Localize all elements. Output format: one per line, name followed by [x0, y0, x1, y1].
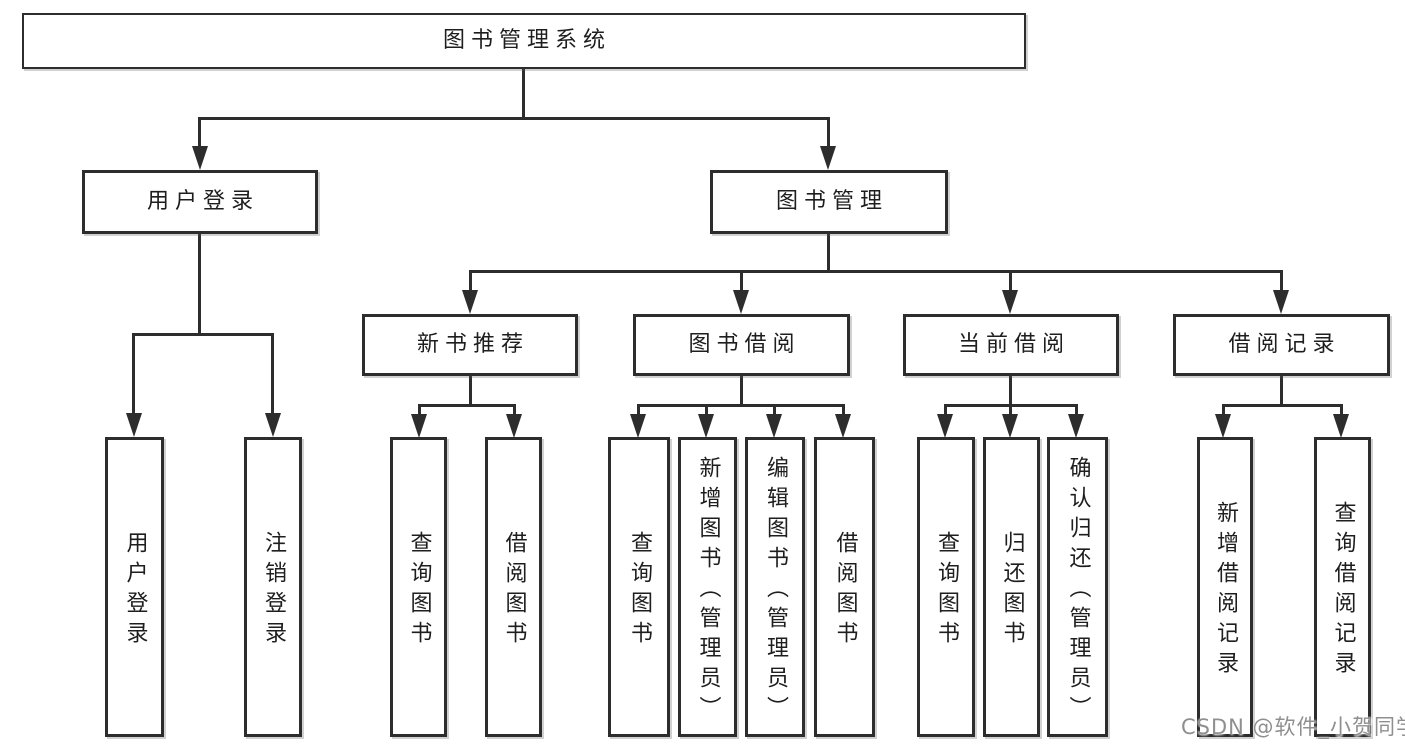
connector-line — [1009, 270, 1012, 292]
arrow-down-icon — [766, 414, 782, 438]
node-label: 借阅图书 — [832, 531, 858, 651]
connector-line — [1340, 404, 1343, 416]
node-label: 新书推荐 — [416, 332, 529, 357]
connector-line — [1222, 404, 1342, 407]
node-new-book-recommend: 新书推荐 — [362, 314, 578, 376]
node-leaf-edit-books-admin: 编辑图书（管理员） — [745, 437, 805, 737]
node-label: 查询图书 — [627, 531, 652, 651]
connector-line — [827, 234, 830, 273]
connector-line — [522, 69, 525, 120]
node-label: 用户登录 — [122, 531, 148, 651]
node-leaf-query-books-2: 查询图书 — [608, 437, 670, 737]
connector-line — [827, 117, 830, 148]
connector-line — [740, 376, 743, 407]
connector-line — [133, 333, 274, 336]
watermark: CSDN @软件_小贺同学 — [1181, 715, 1405, 739]
connector-line — [740, 270, 743, 292]
node-label: 新增图书（管理员） — [695, 456, 721, 726]
connector-line — [271, 333, 274, 415]
node-leaf-query-books-3: 查询图书 — [917, 437, 975, 737]
node-label: 新增借阅记录 — [1213, 501, 1238, 681]
node-root: 图书管理系统 — [22, 13, 1026, 69]
arrow-down-icon — [1333, 414, 1349, 438]
connector-line — [1222, 404, 1225, 416]
node-label: 用户登录 — [146, 189, 259, 214]
arrow-down-icon — [1002, 290, 1018, 314]
node-label: 图书管理系统 — [442, 28, 611, 53]
arrow-down-icon — [1002, 414, 1018, 438]
node-label: 借阅图书 — [501, 531, 527, 651]
node-label: 图书借阅 — [688, 332, 801, 357]
connector-line — [418, 404, 515, 407]
connector-line — [513, 404, 516, 416]
node-label: 归还图书 — [999, 531, 1025, 651]
node-user-login: 用户登录 — [82, 170, 318, 234]
connector-line — [469, 270, 1283, 273]
node-leaf-return-books: 归还图书 — [983, 437, 1040, 737]
node-label: 借阅记录 — [1228, 332, 1341, 357]
node-leaf-logout: 注销登录 — [244, 437, 302, 737]
connector-line — [132, 333, 135, 415]
arrow-down-icon — [1215, 414, 1231, 438]
node-borrow-records: 借阅记录 — [1173, 314, 1390, 376]
node-current-borrow: 当前借阅 — [903, 314, 1119, 376]
connector-line — [1075, 404, 1078, 416]
node-leaf-add-borrow-record: 新增借阅记录 — [1197, 437, 1253, 737]
node-label: 图书管理 — [775, 189, 888, 214]
connector-line — [1009, 404, 1012, 416]
arrow-down-icon — [462, 290, 478, 314]
node-book-borrow: 图书借阅 — [633, 314, 850, 376]
node-label: 确认归还（管理员） — [1065, 456, 1091, 726]
node-label: 查询图书 — [406, 531, 432, 651]
node-leaf-borrow-books-1: 借阅图书 — [485, 437, 542, 737]
connector-line — [842, 404, 845, 416]
arrow-down-icon — [126, 413, 142, 437]
arrow-down-icon — [1273, 290, 1289, 314]
arrow-down-icon — [820, 146, 836, 170]
arrow-down-icon — [1068, 414, 1084, 438]
node-book-management: 图书管理 — [710, 170, 948, 234]
node-label: 注销登录 — [261, 531, 286, 651]
connector-line — [469, 376, 472, 407]
arrow-down-icon — [411, 414, 427, 438]
arrow-down-icon — [698, 414, 714, 438]
node-leaf-query-books-1: 查询图书 — [390, 437, 447, 737]
connector-line — [637, 404, 640, 416]
connector-line — [1280, 376, 1283, 407]
node-leaf-add-books-admin: 新增图书（管理员） — [678, 437, 737, 737]
connector-line — [637, 404, 845, 407]
node-leaf-query-borrow-record: 查询借阅记录 — [1314, 437, 1371, 737]
connector-line — [418, 404, 421, 416]
connector-line — [1280, 270, 1283, 292]
arrow-down-icon — [733, 290, 749, 314]
connector-line — [1009, 376, 1012, 407]
connector-line — [198, 234, 201, 335]
node-label: 查询借阅记录 — [1330, 501, 1356, 681]
connector-line — [198, 117, 830, 120]
arrow-down-icon — [265, 413, 281, 437]
node-leaf-user-login: 用户登录 — [105, 437, 164, 737]
connector-line — [198, 117, 201, 148]
connector-line — [944, 404, 947, 416]
connector-line — [773, 404, 776, 416]
connector-line — [469, 270, 472, 292]
node-leaf-borrow-books-2: 借阅图书 — [814, 437, 875, 737]
node-leaf-confirm-return-admin: 确认归还（管理员） — [1047, 437, 1108, 737]
arrow-down-icon — [506, 414, 522, 438]
arrow-down-icon — [937, 414, 953, 438]
connector-line — [705, 404, 708, 416]
arrow-down-icon — [192, 146, 208, 170]
node-label: 当前借阅 — [957, 332, 1070, 357]
node-label: 查询图书 — [934, 531, 959, 651]
arrow-down-icon — [630, 414, 646, 438]
arrow-down-icon — [835, 414, 851, 438]
node-label: 编辑图书（管理员） — [763, 456, 788, 726]
